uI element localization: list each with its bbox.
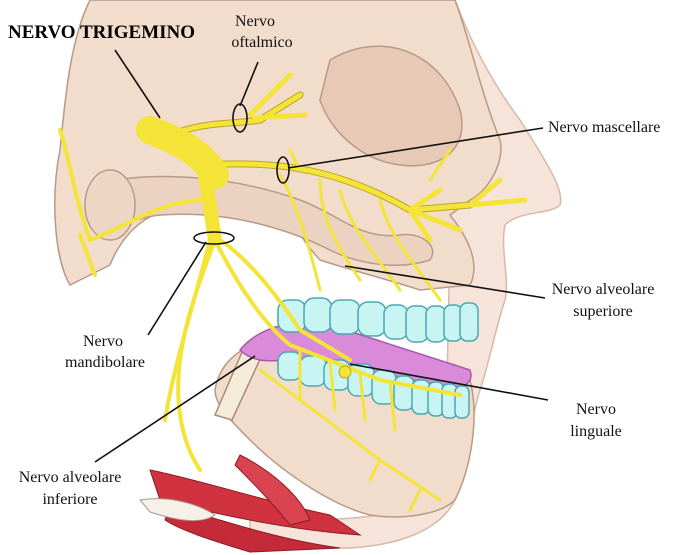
orbit (319, 45, 463, 167)
leader-lines (94, 49, 549, 463)
nerves (58, 72, 528, 512)
hyoid-bone (139, 498, 216, 521)
ear-bone (84, 169, 136, 241)
zygomatic-arch (89, 175, 434, 266)
tongue (238, 321, 472, 388)
label-nervo-mascellare: Nervo mascellare (548, 119, 660, 136)
title-nervo-trigemino: NERVO TRIGEMINO (8, 22, 195, 43)
